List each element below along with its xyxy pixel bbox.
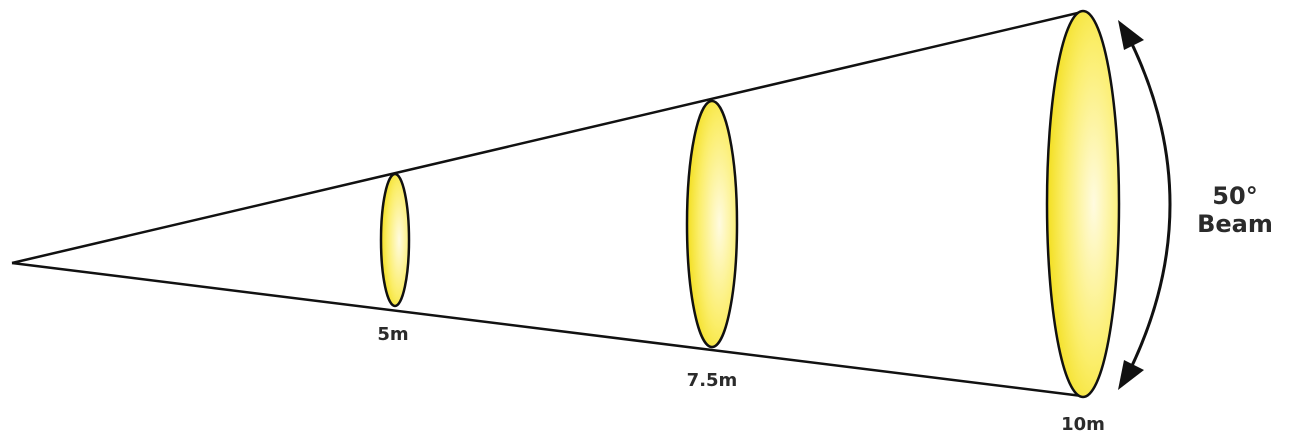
arrowhead-top-icon xyxy=(1118,20,1144,50)
beam-angle-label: 50° xyxy=(1212,182,1257,210)
beam-angle-arc-icon xyxy=(1122,27,1172,383)
cone-edge-top xyxy=(11,10,1083,265)
cross-section-5m xyxy=(379,172,411,308)
distance-label-7-5m: 7.5m xyxy=(687,370,738,391)
distance-label-5m: 5m xyxy=(377,324,408,345)
cross-section-10m xyxy=(1045,9,1121,399)
distance-label-10m: 10m xyxy=(1061,414,1105,435)
cone-edge-bottom xyxy=(11,261,1083,398)
cross-section-7-5m xyxy=(685,99,739,349)
arrowhead-bottom-icon xyxy=(1118,360,1144,390)
beam-word-label: Beam xyxy=(1197,210,1273,238)
